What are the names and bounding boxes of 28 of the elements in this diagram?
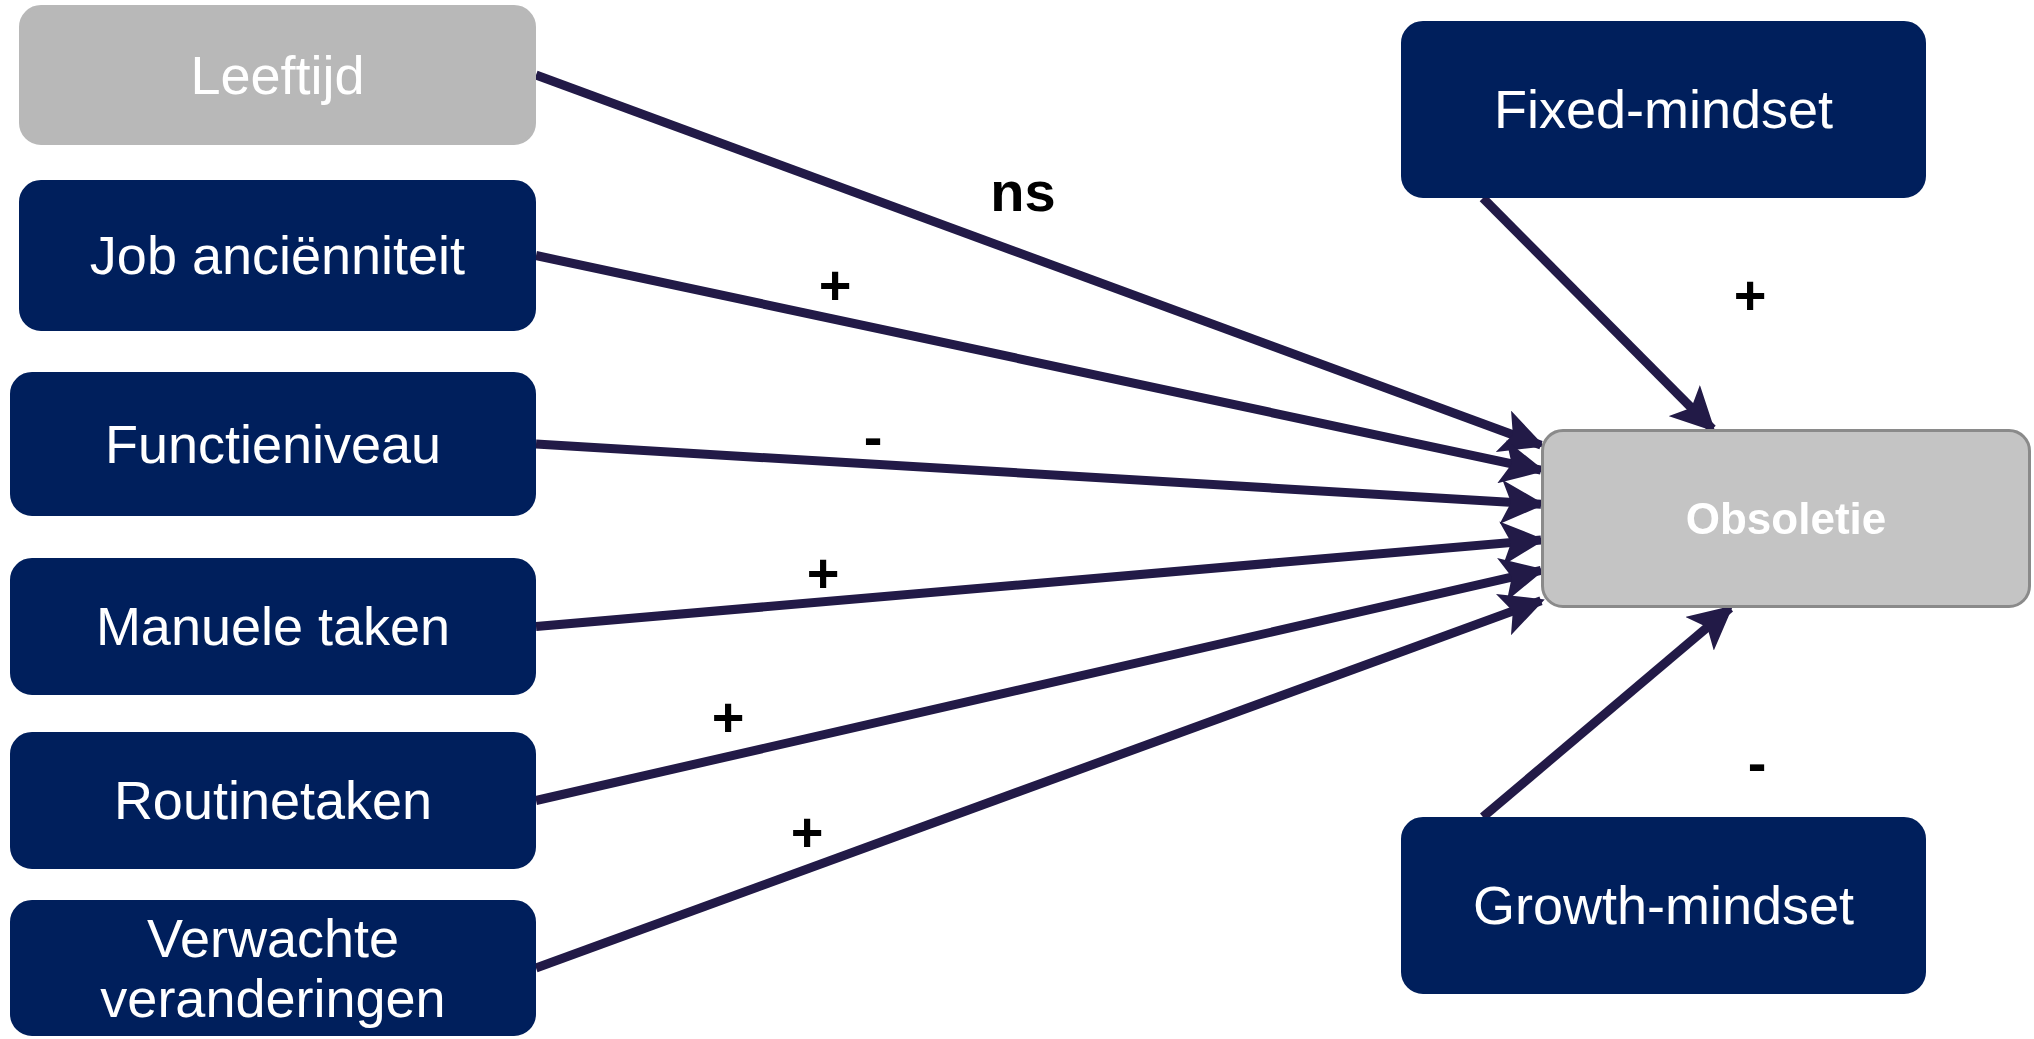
process-box [1401,21,1926,198]
process-box [19,5,536,145]
arrow [534,70,1545,452]
process-box [1401,817,1926,994]
process-box [10,900,536,1036]
edge-label: - [1747,735,1767,791]
arrow [534,593,1545,973]
process-box [1541,429,2031,608]
box-label: Functieniveau [104,413,442,475]
edge-label: + [790,804,824,860]
edge-label: + [818,257,852,313]
edge-label: + [711,689,745,745]
edge-label: + [1733,267,1767,323]
process-box [10,558,536,695]
box-label: Manuele taken [95,596,451,657]
box-label: Routinetaken [113,770,433,831]
process-box [19,180,536,331]
process-box [10,732,536,869]
box-label: Obsoletie [1685,493,1887,544]
box-label: Leeftijd [190,44,365,106]
box-label: Job anciënniteit [89,225,466,286]
box-label: Verwachte veranderingen [99,907,447,1029]
edge-label: - [863,409,883,465]
edge-label: ns [990,164,1056,220]
process-box [10,372,536,516]
box-label: Growth-mindset [1472,875,1855,936]
box-label: Fixed-mindset [1493,79,1834,140]
edge-label: + [806,545,840,601]
